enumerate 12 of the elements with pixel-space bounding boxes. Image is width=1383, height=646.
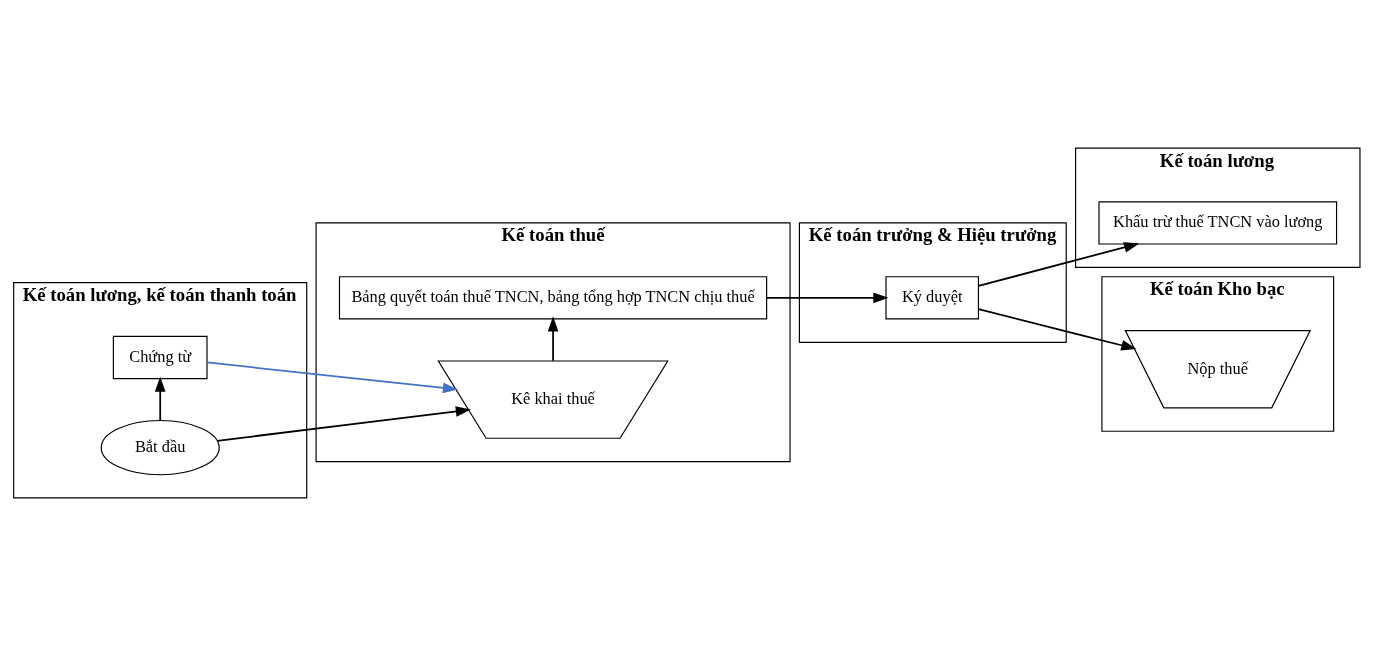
- arrow: [766, 292, 889, 304]
- node-box: Ký duyệt: [885, 276, 980, 320]
- arrow: [547, 316, 559, 362]
- arrow: [154, 376, 166, 422]
- arrow: [977, 308, 1137, 351]
- arrow: [216, 406, 472, 442]
- arrow: [206, 361, 459, 394]
- node-box: Chứng từ: [112, 335, 208, 380]
- node-box: Khấu trừ thuế TNCN vào lương: [1098, 201, 1338, 245]
- arrow: [977, 242, 1140, 287]
- node-box: Bảng quyết toán thuế TNCN, bảng tổng hợp TNCN chịu thuế: [338, 276, 768, 320]
- node-ellipse: Bắt đầu: [100, 419, 220, 476]
